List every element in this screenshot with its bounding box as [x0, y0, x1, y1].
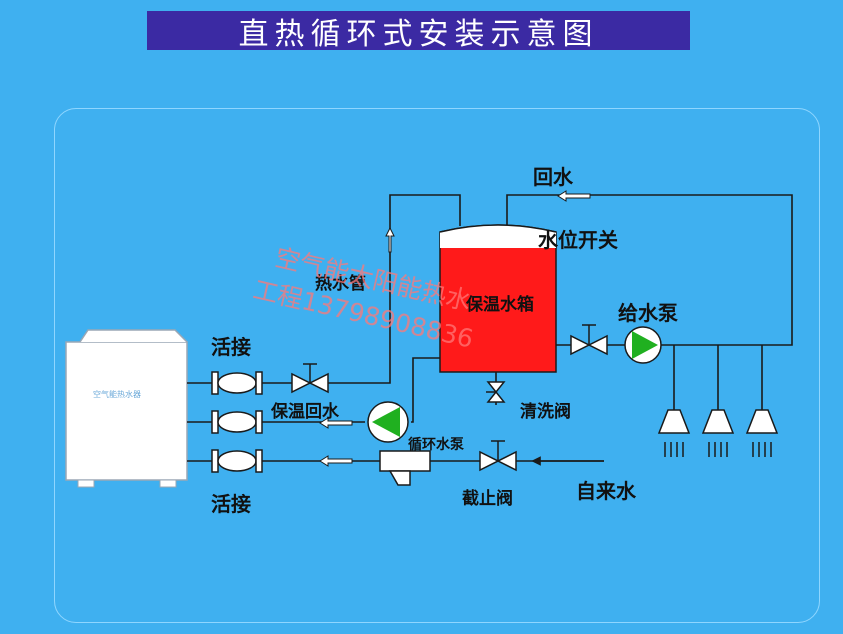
label-insulation-return: 保温回水 [271, 402, 339, 422]
cleaning-valve [486, 381, 506, 403]
title-bar: 直热循环式安装示意图 [147, 11, 690, 52]
label-cleaning-valve: 清洗阀 [520, 402, 571, 422]
y-strainer [379, 450, 431, 486]
label-return-water: 回水 [533, 165, 573, 189]
page-title: 直热循环式安装示意图 [238, 16, 599, 52]
circulation-pump-icon [367, 401, 409, 443]
stop-valve [479, 440, 517, 472]
feed-valve [570, 324, 608, 356]
label-union-bottom: 活接 [211, 492, 251, 516]
water-tank [439, 224, 557, 373]
label-circulation-pump: 循环水泵 [408, 437, 464, 453]
label-heat-pipe: 热水管 [315, 274, 366, 294]
label-tank: 保温水箱 [466, 295, 534, 315]
label-stop-valve: 截止阀 [462, 489, 513, 509]
diagram-panel [54, 108, 820, 623]
label-feed-pump: 给水泵 [618, 301, 678, 325]
feed-pump-icon [624, 326, 662, 364]
label-level-switch: 水位开关 [538, 228, 618, 252]
heat-pump-unit [65, 329, 188, 488]
label-union-top: 活接 [211, 335, 251, 359]
label-tap-water: 自来水 [576, 479, 636, 503]
union-fittings [211, 371, 263, 473]
gate-valve-hot [291, 363, 329, 394]
unit-label: 空气能热水器 [93, 390, 141, 399]
flow-arrows [319, 190, 591, 467]
shower-head-icons [657, 409, 779, 457]
